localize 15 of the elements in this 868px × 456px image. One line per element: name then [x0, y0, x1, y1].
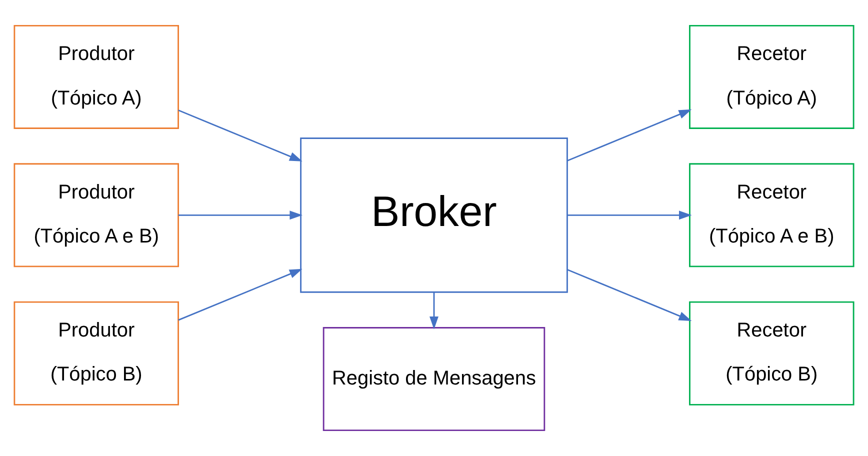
node-box: Recetor (Tópico B): [689, 301, 854, 406]
arrow: [430, 292, 438, 330]
arrow: [567, 210, 692, 220]
node-box: Produtor (Tópico B): [14, 301, 179, 406]
node-box: Broker: [300, 138, 568, 293]
arrow: [178, 110, 302, 162]
arrow: [567, 109, 692, 162]
arrow: [178, 268, 302, 321]
node-box: Registo de Mensagens: [322, 327, 546, 432]
node-box: Produtor (Tópico A e B): [14, 163, 179, 268]
node-box: Recetor (Tópico A e B): [689, 163, 854, 268]
node-box: Recetor (Tópico A): [689, 24, 854, 129]
node-box: Produtor (Tópico A): [14, 24, 179, 129]
arrow: [178, 210, 303, 220]
arrow: [566, 268, 692, 321]
